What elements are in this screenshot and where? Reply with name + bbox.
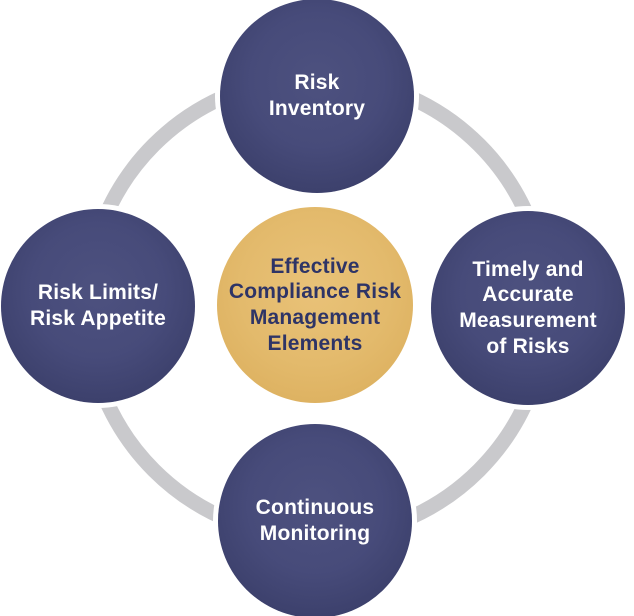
node-continuous-monitoring-label: Continuous Monitoring [255, 496, 375, 545]
node-timely-accurate-measurement-label: Timely and Accurate Measurement of Risks [459, 257, 597, 358]
node-risk-limits-appetite-label: Risk Limits/ Risk Appetite [29, 281, 166, 330]
node-center-effective-compliance: Effective Compliance Risk Management Ele… [217, 207, 413, 403]
node-center-label: Effective Compliance Risk Management Ele… [228, 254, 402, 355]
node-risk-inventory-label: Risk Inventory [268, 71, 366, 120]
node-risk-limits-appetite: Risk Limits/ Risk Appetite [1, 209, 195, 403]
node-continuous-monitoring: Continuous Monitoring [218, 424, 412, 616]
node-risk-inventory: Risk Inventory [220, 0, 414, 193]
node-timely-accurate-measurement: Timely and Accurate Measurement of Risks [431, 211, 625, 405]
